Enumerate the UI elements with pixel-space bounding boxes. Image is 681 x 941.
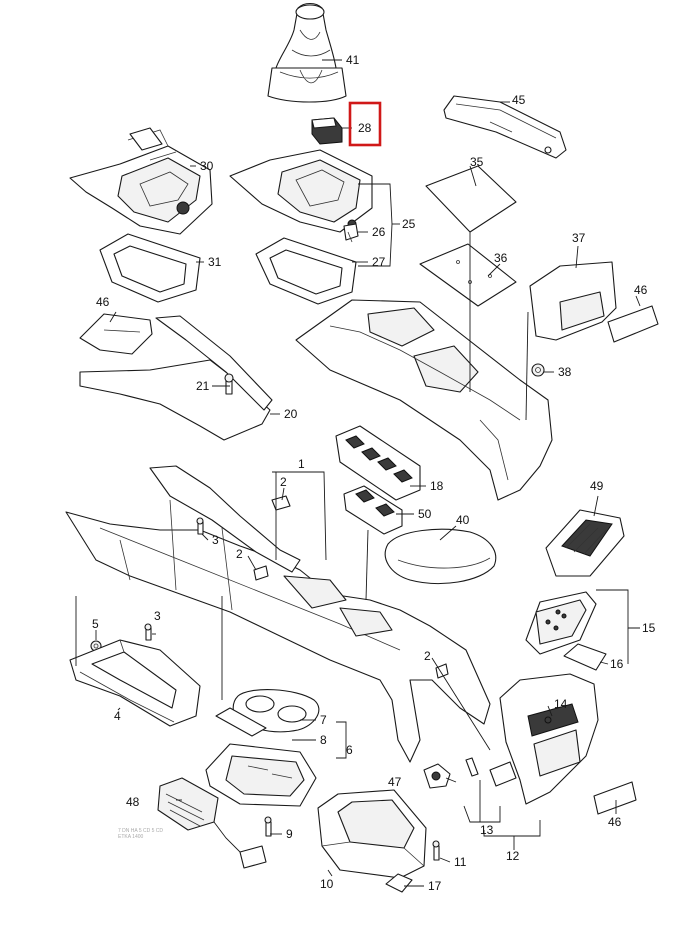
part-48-control-module[interactable] [157,777,267,869]
watermark-line-1: 7 DN HA 5 CD 5 CD [118,828,163,834]
part-4-bracket-frame[interactable] [69,639,201,727]
part-30-shifter-trim[interactable] [69,127,213,235]
label-46a: 46 [634,283,648,297]
label-46b: 46 [96,295,110,309]
part-46-cover-top[interactable] [607,305,659,343]
label-38: 38 [558,365,572,379]
label-36: 36 [494,251,508,265]
label-30: 30 [200,159,214,173]
label-16: 16 [610,657,624,671]
part-45-lid[interactable] [443,95,567,159]
label-2b: 2 [236,547,243,561]
label-13: 13 [480,823,494,837]
label-31: 31 [208,255,222,269]
part-25-shifter-panel[interactable] [229,149,373,233]
callout-labels: 41 28 45 30 35 25 26 27 31 37 36 46 38 4… [92,53,656,893]
label-6: 6 [346,743,353,757]
label-46c: 46 [608,815,622,829]
upper-console-body [295,299,553,501]
label-41: 41 [346,53,360,67]
part-18-switch-block[interactable] [335,425,421,501]
part-13-small-parts[interactable] [465,757,517,787]
part-41-gear-knob-boot[interactable] [267,2,347,103]
part-40-armrest-pad[interactable] [384,528,497,585]
label-2c: 2 [424,649,431,663]
part-9-screw[interactable] [264,816,272,837]
part-16-trim[interactable] [563,643,607,671]
part-8-mat[interactable] [215,707,267,737]
label-5: 5 [92,617,99,631]
part-46-cover-bottom[interactable] [593,781,637,815]
part-11-screw[interactable] [432,840,440,861]
label-17: 17 [428,879,442,893]
label-4: 4 [114,709,121,723]
label-15: 15 [642,621,656,635]
label-8: 8 [320,733,327,747]
label-26: 26 [372,225,386,239]
label-1: 1 [298,457,305,471]
label-11: 11 [454,855,467,869]
part-3-screw[interactable] [144,517,204,641]
part-17-cover[interactable] [385,873,413,893]
label-49: 49 [590,479,604,493]
part-21-screw[interactable] [224,373,234,395]
label-50: 50 [418,507,432,521]
part-6-cup-holder[interactable] [205,743,317,807]
label-21: 21 [196,379,210,393]
label-9: 9 [286,827,293,841]
label-18: 18 [430,479,444,493]
label-10: 10 [320,877,334,891]
label-3b: 3 [154,609,161,623]
label-14: 14 [554,697,568,711]
part-1-console-frame[interactable] [65,465,491,763]
part-46-bracket[interactable] [79,313,153,355]
part-50-switch[interactable] [343,485,403,535]
part-20-side-trim[interactable] [79,315,273,441]
label-45: 45 [512,93,526,107]
label-2a: 2 [280,475,287,489]
part-49-vent[interactable] [545,509,625,577]
part-27-frame[interactable] [255,237,357,305]
label-47: 47 [388,775,402,789]
leader-lines [75,59,641,887]
label-27: 27 [372,255,386,269]
label-25: 25 [402,217,416,231]
part-47-socket[interactable] [423,763,451,789]
label-28: 28 [358,121,372,135]
label-7: 7 [320,713,327,727]
part-15-rear-control[interactable] [525,591,597,655]
part-2-clips[interactable] [253,495,449,679]
part-35-mat[interactable] [425,165,517,233]
part-28-switch[interactable] [311,117,343,145]
label-48: 48 [126,795,140,809]
label-35: 35 [470,155,484,169]
part-14-rear-panel[interactable] [499,673,599,805]
label-40: 40 [456,513,470,527]
label-3a: 3 [212,533,219,547]
part-38-nut[interactable] [531,363,545,377]
label-20: 20 [284,407,298,421]
label-37: 37 [572,231,586,245]
highlight-box-28 [348,101,382,147]
label-12: 12 [506,849,520,863]
part-37-rear-panel[interactable] [529,261,617,341]
watermark-line-2: ETKA 1400 [118,834,144,840]
part-10-storage-box[interactable] [317,789,427,879]
part-31-frame[interactable] [99,233,201,303]
part-26-clip[interactable] [343,223,359,243]
